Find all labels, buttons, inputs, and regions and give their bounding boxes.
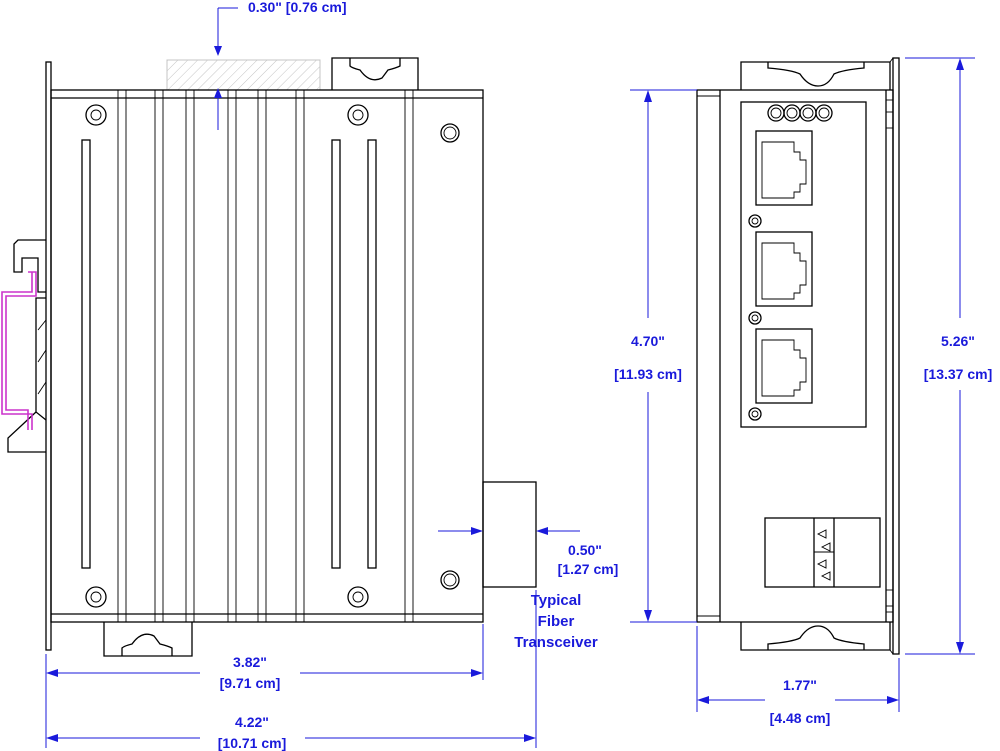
side-body bbox=[696, 89, 894, 623]
dimension-body-height-inches: 4.70" bbox=[631, 333, 665, 349]
dimension-overall-height-inches: 5.26" bbox=[941, 333, 975, 349]
rj45-port bbox=[748, 231, 813, 325]
dimension-overall-width-cm: [10.71 cm] bbox=[218, 735, 286, 751]
dimension-front-width-inches: 3.82" bbox=[233, 654, 267, 670]
top-mounting-ear bbox=[331, 57, 419, 90]
fiber-port bbox=[764, 517, 881, 588]
side-plate bbox=[892, 57, 900, 655]
dimension-body-height-cm: [11.93 cm] bbox=[614, 366, 682, 382]
dimensions: 0.30" [0.76 cm] 3.82" [9.71 cm] 4.22" [1… bbox=[45, 0, 992, 751]
side-view bbox=[696, 57, 900, 655]
dimension-transceiver-projection: 0.50" [1.27 cm] bbox=[438, 527, 618, 577]
transceiver-label-line-3: Transceiver bbox=[514, 634, 598, 651]
rj45-port bbox=[748, 130, 813, 228]
transceiver-callout: Typical Fiber Transceiver bbox=[514, 592, 598, 651]
dimension-transceiver-inches: 0.50" bbox=[568, 542, 602, 558]
screw bbox=[347, 586, 369, 608]
front-body bbox=[50, 89, 484, 623]
din-rail-profile bbox=[5, 271, 37, 430]
mounting-plate bbox=[45, 61, 52, 651]
heatsink-fins bbox=[117, 90, 414, 622]
dimension-body-height: 4.70" [11.93 cm] bbox=[614, 89, 697, 623]
dimension-overall-width: 4.22" [10.71 cm] bbox=[46, 714, 536, 751]
side-top-ear bbox=[740, 61, 891, 90]
dimension-front-width-cm: [9.71 cm] bbox=[220, 675, 281, 691]
dimension-overall-height: 5.26" [13.37 cm] bbox=[905, 57, 992, 655]
screw bbox=[85, 104, 107, 126]
dimension-side-depth: 1.77" [4.48 cm] bbox=[696, 626, 900, 726]
dimension-top-clearance: 0.30" [0.76 cm] bbox=[214, 0, 346, 130]
dimension-overall-height-cm: [13.37 cm] bbox=[924, 366, 992, 382]
screw bbox=[85, 586, 107, 608]
dimension-side-depth-inches: 1.77" bbox=[783, 677, 817, 693]
transceiver-label-line-1: Typical bbox=[531, 592, 582, 609]
side-bottom-ear bbox=[740, 622, 891, 651]
vent-slot bbox=[81, 139, 91, 569]
dimension-side-depth-cm: [4.48 cm] bbox=[770, 710, 831, 726]
top-clearance-zone bbox=[166, 59, 321, 91]
fiber-transceiver bbox=[482, 481, 537, 588]
led-indicator bbox=[440, 123, 460, 143]
power-terminal-block bbox=[767, 104, 833, 122]
dimension-transceiver-cm: [1.27 cm] bbox=[558, 561, 619, 577]
led-indicator bbox=[440, 570, 460, 590]
screw bbox=[347, 104, 369, 126]
vent-slot bbox=[331, 139, 341, 569]
vent-slot bbox=[367, 139, 377, 569]
bottom-mounting-ear bbox=[103, 622, 193, 657]
port-panel bbox=[740, 101, 867, 428]
dimension-front-width: 3.82" [9.71 cm] bbox=[46, 654, 483, 691]
transceiver-label-line-2: Fiber bbox=[538, 613, 575, 630]
front-view bbox=[1, 57, 537, 657]
rj45-port bbox=[748, 328, 813, 421]
dimension-top-clearance-label: 0.30" [0.76 cm] bbox=[248, 0, 346, 15]
din-rail-clip bbox=[1, 239, 47, 453]
dimension-overall-width-inches: 4.22" bbox=[235, 714, 269, 730]
